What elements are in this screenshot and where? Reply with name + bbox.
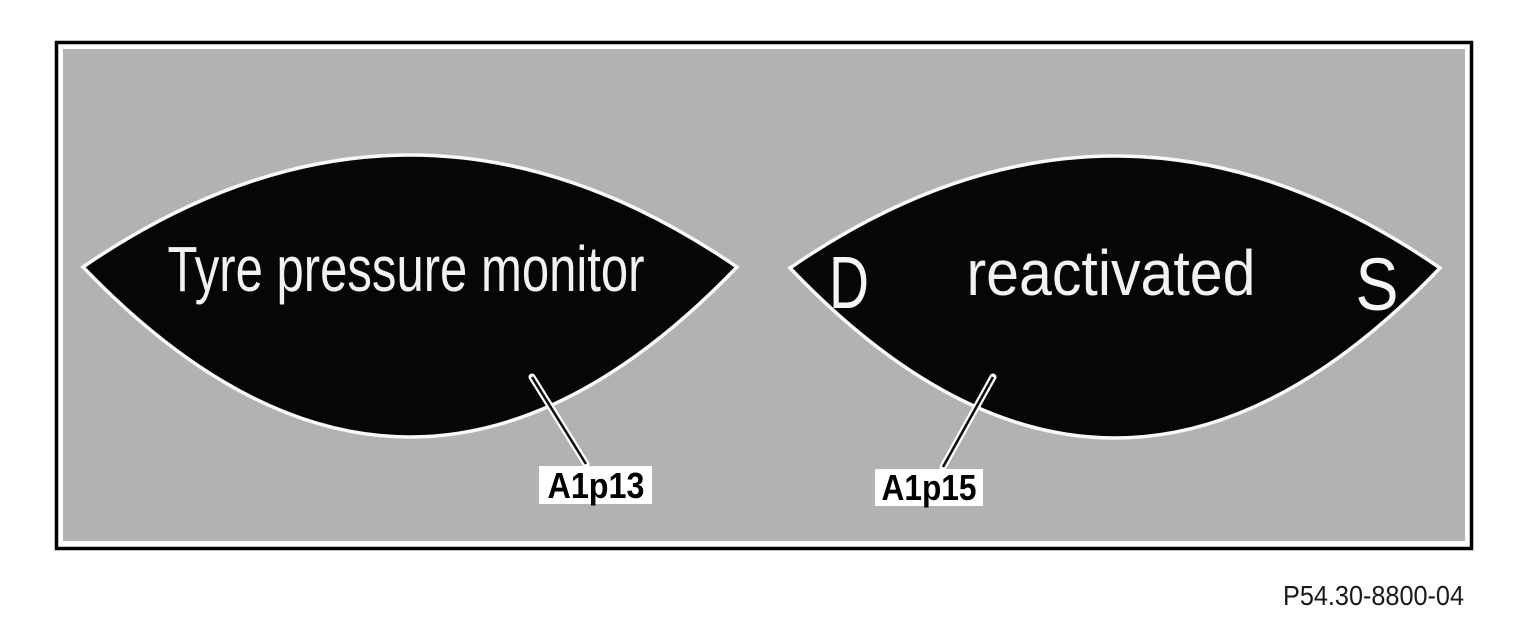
leader-line-left: [528, 373, 590, 468]
leader-line-right-core: [941, 376, 995, 468]
figure-code: P54.30-8800-04: [1283, 580, 1464, 611]
callout-a1p13-box: [539, 466, 652, 504]
right-display-symbol-s: S: [1356, 243, 1399, 326]
leader-line-left-core: [530, 376, 588, 465]
callout-a1p15-box: [875, 469, 983, 506]
right-display-lens: [787, 154, 1443, 440]
callout-a1p13-label: A1p13: [548, 465, 645, 506]
callout-a1p15-label: A1p15: [882, 467, 977, 508]
callout-a1p15: A1p15: [875, 467, 983, 508]
left-display-text: Tyre pressure monitor: [168, 233, 645, 305]
callout-a1p13: A1p13: [539, 465, 652, 506]
right-display-text: reactivated: [967, 237, 1256, 309]
leader-line-right: [939, 373, 997, 471]
right-display-symbol-d: D: [829, 241, 869, 324]
left-display-lens: [80, 153, 740, 439]
